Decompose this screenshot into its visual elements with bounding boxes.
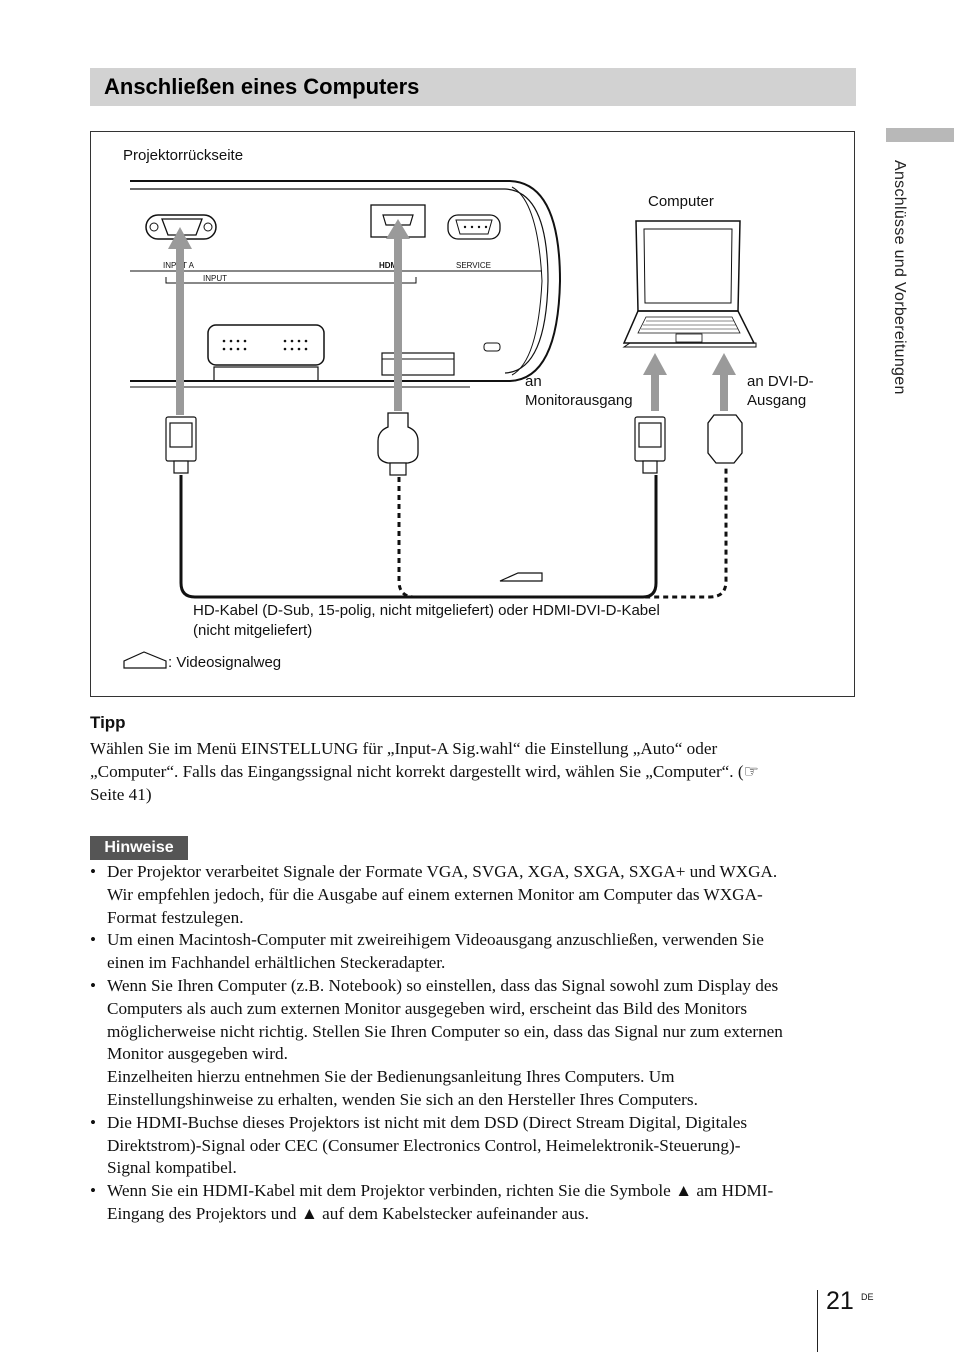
tip-text: Wählen Sie im Menü EINSTELLUNG für „Inpu…	[90, 738, 856, 806]
note-item: Wenn Sie ein HDMI-Kabel mit dem Projekto…	[90, 1180, 858, 1226]
tip-line: „Computer“. Falls das Eingangssignal nic…	[90, 761, 760, 781]
note-line: einen im Fachhandel erhältlichen Stecker…	[107, 953, 446, 973]
notes-list: Der Projektor verarbeitet Signale der Fo…	[90, 861, 858, 1226]
monitor-out-label-line1: an	[525, 373, 542, 390]
tip-line: Wählen Sie im Menü EINSTELLUNG für „Inpu…	[90, 739, 718, 758]
diagram-frame	[90, 131, 855, 697]
connection-diagram: INPUT A INPUT HDMI SERVICE	[123, 180, 757, 669]
note-line: Eingang des Projektors und ▲ auf dem Kab…	[107, 1203, 589, 1223]
legend-label: : Videosignalweg	[168, 654, 282, 671]
note-line: Der Projektor verarbeitet Signale der Fo…	[107, 862, 778, 881]
tip-heading: Tipp	[90, 713, 126, 732]
monitor-out-label-line2: Monitorausgang	[525, 392, 633, 409]
projector-rear-label: Projektorrückseite	[123, 147, 244, 164]
side-chapter-label: Anschlüsse und Vorbereitungen	[891, 160, 908, 395]
projector-rear-panel	[130, 180, 562, 388]
page-number-rule	[817, 1290, 818, 1352]
page-language-code: DE	[861, 1292, 874, 1302]
note-item: Wenn Sie Ihren Computer (z.B. Notebook) …	[90, 975, 858, 1112]
note-item: Die HDMI-Buchse dieses Projektors ist ni…	[90, 1112, 858, 1180]
computer-label: Computer	[648, 193, 714, 210]
page-number: 21	[826, 1287, 854, 1315]
note-line: Direktstrom)-Signal oder CEC (Consumer E…	[107, 1135, 741, 1155]
port-hdmi-label: HDMI	[379, 261, 399, 270]
dvi-out-label-line1: an DVI-D-	[747, 373, 814, 390]
note-line: Format festzulegen.	[107, 907, 244, 927]
dvi-out-label-line2: Ausgang	[747, 392, 807, 409]
note-line: Computers als auch zum externen Monitor …	[107, 998, 748, 1018]
cable-label-line1: HD-Kabel (D-Sub, 15-polig, nicht mitgeli…	[193, 602, 660, 619]
note-line: Monitor ausgegeben wird.	[107, 1044, 288, 1064]
port-service-label: SERVICE	[456, 261, 491, 270]
port-input-label: INPUT	[203, 274, 227, 283]
note-line: Wenn Sie Ihren Computer (z.B. Notebook) …	[107, 975, 779, 995]
note-line: möglicherweise nicht richtig. Stellen Si…	[107, 1021, 783, 1041]
note-line: Einzelheiten hierzu entnehmen Sie der Be…	[107, 1067, 675, 1087]
laptop-computer	[622, 220, 757, 348]
side-tab-marker	[886, 128, 954, 142]
note-line: Wenn Sie ein HDMI-Kabel mit dem Projekto…	[107, 1181, 774, 1201]
cable-label-line2: (nicht mitgeliefert)	[193, 622, 313, 639]
notes-badge: Hinweise	[90, 836, 188, 860]
section-header: Anschließen eines Computers	[90, 68, 856, 106]
note-item: Um einen Macintosh-Computer mit zweireih…	[90, 929, 858, 975]
note-item: Der Projektor verarbeitet Signale der Fo…	[90, 861, 858, 929]
note-line: Um einen Macintosh-Computer mit zweireih…	[107, 930, 764, 950]
note-line: Einstellungshinweise zu erhalten, wenden…	[107, 1089, 698, 1109]
note-line: Signal kompatibel.	[107, 1158, 237, 1178]
section-title: Anschließen eines Computers	[104, 74, 420, 99]
note-line: Die HDMI-Buchse dieses Projektors ist ni…	[107, 1112, 748, 1132]
tip-line: Seite 41)	[90, 784, 152, 804]
note-line: Wir empfehlen jedoch, für die Ausgabe au…	[107, 884, 763, 904]
